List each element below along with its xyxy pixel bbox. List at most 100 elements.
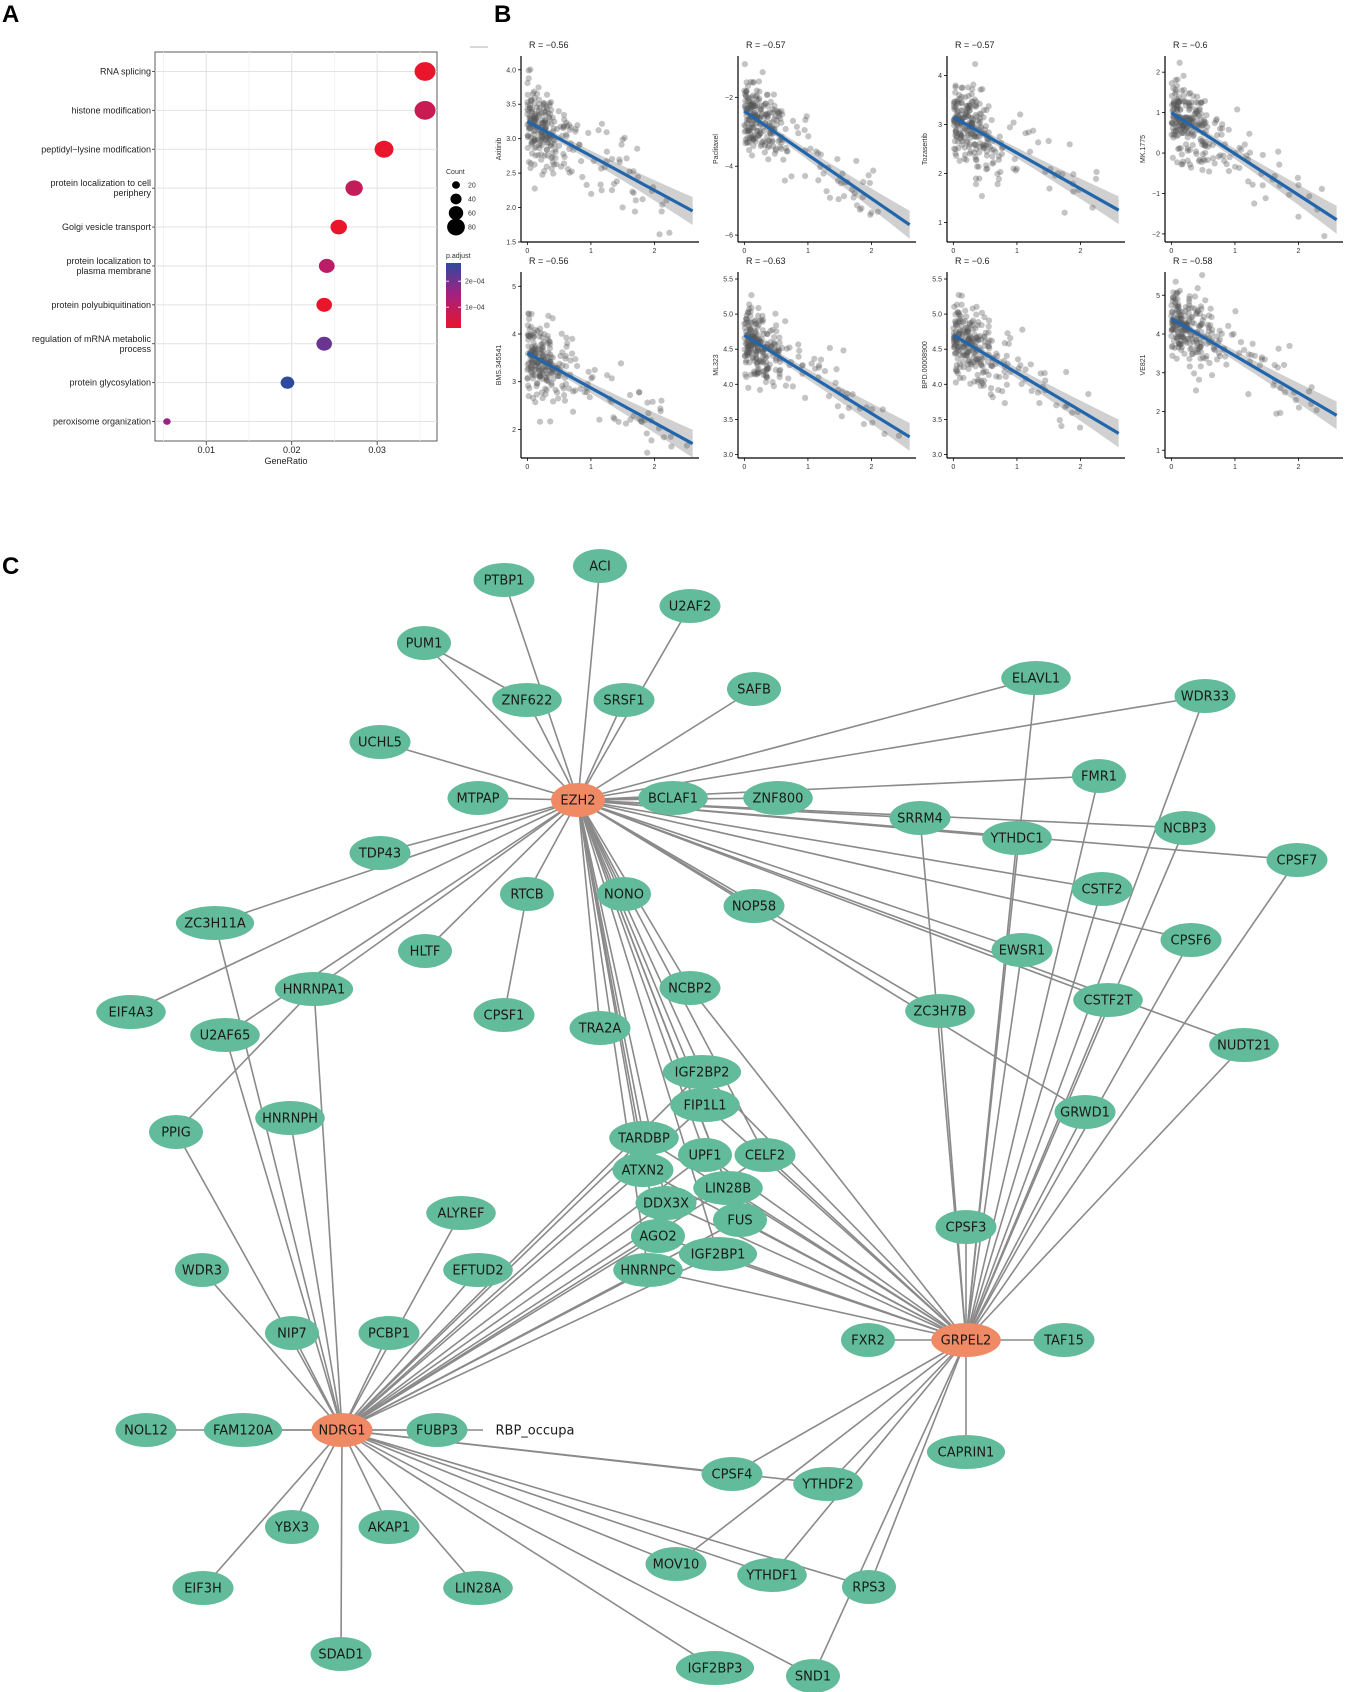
data-point bbox=[585, 368, 592, 375]
data-point bbox=[1171, 344, 1179, 351]
correlation-label: R = −0.57 bbox=[746, 40, 786, 50]
data-point bbox=[747, 135, 754, 142]
data-point bbox=[568, 350, 576, 357]
data-point bbox=[1188, 128, 1196, 136]
data-point bbox=[544, 139, 551, 146]
data-point bbox=[547, 143, 554, 150]
data-point bbox=[1037, 370, 1044, 377]
data-point bbox=[845, 404, 852, 412]
data-point bbox=[1170, 101, 1177, 109]
data-point bbox=[1286, 191, 1293, 198]
category-label: histone modification bbox=[71, 105, 151, 115]
data-point bbox=[1178, 125, 1185, 132]
data-point bbox=[968, 90, 975, 98]
data-point bbox=[544, 139, 551, 146]
data-point bbox=[952, 320, 960, 328]
data-point bbox=[556, 372, 563, 380]
data-point bbox=[1186, 298, 1193, 305]
data-point bbox=[1259, 182, 1266, 189]
data-point bbox=[1195, 376, 1203, 383]
data-point bbox=[964, 112, 972, 119]
network-edge bbox=[175, 1131, 343, 1431]
node-ellipse bbox=[991, 933, 1053, 967]
data-point bbox=[566, 385, 573, 392]
data-point bbox=[559, 362, 566, 369]
data-point bbox=[1174, 295, 1181, 303]
data-point bbox=[1168, 119, 1175, 126]
data-point bbox=[802, 172, 809, 180]
data-point bbox=[963, 328, 971, 335]
data-point bbox=[547, 418, 554, 425]
data-point bbox=[961, 114, 968, 121]
node-ellipse bbox=[727, 672, 781, 706]
data-point bbox=[572, 387, 579, 394]
data-point bbox=[760, 102, 767, 109]
data-point bbox=[751, 102, 758, 109]
data-point bbox=[972, 60, 979, 68]
data-point bbox=[961, 352, 968, 359]
network-edge bbox=[577, 677, 1037, 801]
network-node: U2AF65 bbox=[190, 1018, 260, 1052]
network-edge bbox=[965, 939, 1192, 1341]
data-point bbox=[553, 389, 561, 396]
data-point bbox=[951, 145, 958, 152]
data-point bbox=[1022, 366, 1029, 373]
data-point bbox=[972, 325, 979, 332]
data-point bbox=[1185, 305, 1192, 312]
count-legend-dot bbox=[448, 206, 464, 220]
node-label: SND1 bbox=[795, 1670, 831, 1685]
node-ellipse bbox=[1174, 679, 1236, 713]
data-point bbox=[952, 328, 960, 335]
data-point bbox=[776, 373, 783, 381]
data-point bbox=[964, 102, 971, 109]
data-point bbox=[559, 349, 566, 356]
data-point bbox=[981, 338, 989, 345]
data-point bbox=[778, 145, 785, 152]
node-label: NCBP2 bbox=[668, 982, 712, 997]
data-point bbox=[528, 115, 535, 122]
data-point bbox=[977, 123, 984, 130]
data-point bbox=[971, 331, 978, 338]
data-point bbox=[748, 101, 755, 108]
data-point bbox=[995, 386, 1002, 394]
data-point bbox=[564, 340, 571, 347]
data-point bbox=[1185, 318, 1193, 325]
data-point bbox=[1189, 319, 1196, 326]
data-point bbox=[967, 104, 974, 111]
network-edge bbox=[214, 922, 343, 1431]
data-point bbox=[1275, 345, 1282, 352]
data-point bbox=[541, 117, 549, 124]
data-point bbox=[1184, 335, 1191, 342]
data-point bbox=[954, 97, 961, 104]
data-point bbox=[953, 362, 960, 369]
data-point bbox=[769, 109, 777, 116]
data-point bbox=[984, 165, 991, 172]
data-point bbox=[750, 142, 757, 150]
data-point bbox=[540, 100, 547, 107]
data-point bbox=[528, 141, 535, 148]
network-edge bbox=[965, 695, 1206, 1341]
data-point bbox=[1017, 362, 1024, 369]
node-label: FXR2 bbox=[851, 1334, 885, 1349]
data-point bbox=[760, 137, 767, 145]
data-point bbox=[755, 133, 762, 140]
data-point bbox=[530, 135, 538, 143]
data-point bbox=[953, 368, 961, 375]
data-point bbox=[543, 322, 550, 329]
dot bbox=[163, 418, 171, 425]
data-point bbox=[1223, 161, 1230, 168]
data-point bbox=[1259, 151, 1266, 159]
data-point bbox=[750, 136, 757, 144]
data-point bbox=[972, 141, 979, 149]
data-point bbox=[1174, 329, 1182, 336]
data-point bbox=[851, 190, 858, 197]
data-point bbox=[1218, 330, 1225, 337]
node-ellipse bbox=[175, 1253, 229, 1287]
data-point bbox=[566, 169, 573, 176]
network-node: IGF2BP3 bbox=[675, 1651, 755, 1685]
data-point bbox=[753, 350, 760, 357]
data-point bbox=[745, 322, 752, 330]
node-ellipse bbox=[255, 1101, 325, 1135]
data-point bbox=[748, 134, 755, 141]
node-ellipse bbox=[115, 1413, 177, 1447]
